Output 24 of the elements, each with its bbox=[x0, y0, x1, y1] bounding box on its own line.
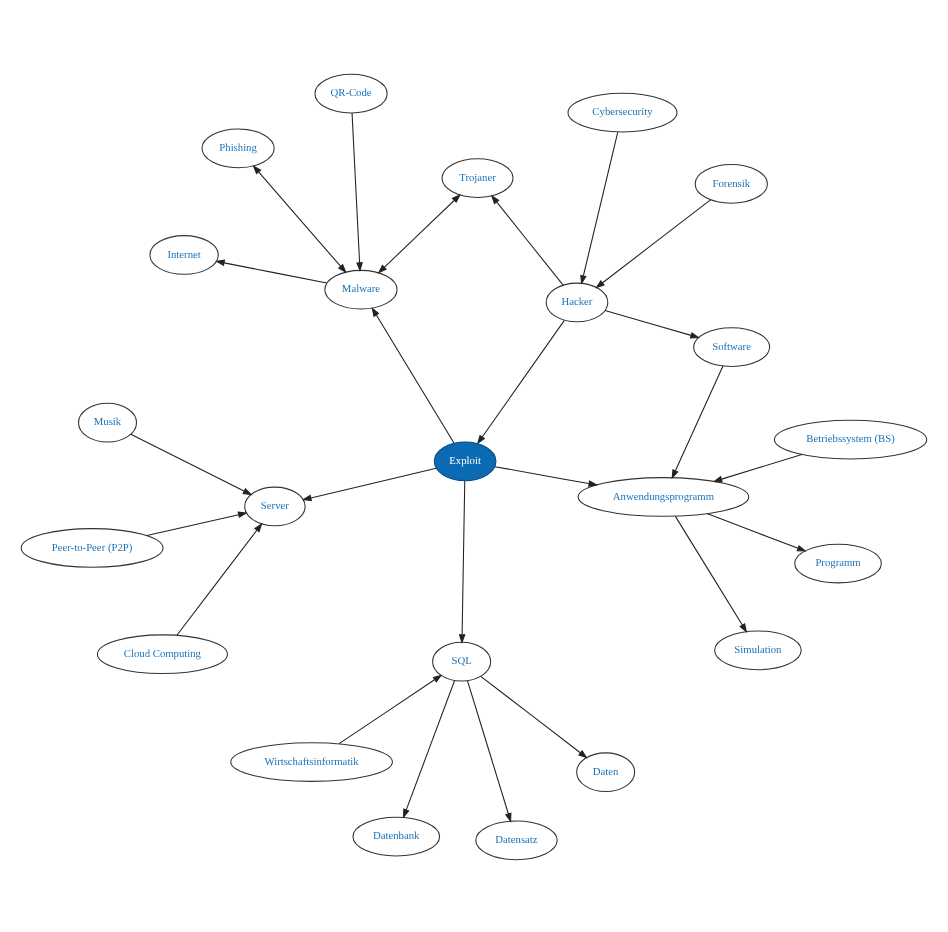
arrow bbox=[403, 679, 456, 818]
arrow bbox=[130, 432, 253, 495]
arrow bbox=[674, 514, 748, 632]
arrow bbox=[371, 306, 455, 443]
arrow bbox=[494, 465, 599, 486]
arrow bbox=[351, 111, 363, 271]
arrow bbox=[580, 130, 619, 284]
arrow bbox=[712, 453, 803, 482]
arrow bbox=[480, 674, 588, 758]
arrow bbox=[466, 679, 512, 822]
arrow bbox=[338, 673, 443, 744]
arrow bbox=[301, 466, 437, 501]
arrow bbox=[146, 510, 248, 536]
arrow bbox=[706, 512, 807, 551]
arrow bbox=[176, 521, 263, 635]
arrow bbox=[671, 364, 724, 479]
arrow bbox=[215, 258, 328, 283]
arrow bbox=[377, 192, 461, 273]
arrow bbox=[595, 198, 711, 288]
arrow bbox=[458, 479, 466, 643]
arrow bbox=[476, 318, 565, 444]
arrow bbox=[490, 193, 564, 285]
arrow bbox=[252, 163, 347, 273]
arrow bbox=[604, 309, 700, 338]
